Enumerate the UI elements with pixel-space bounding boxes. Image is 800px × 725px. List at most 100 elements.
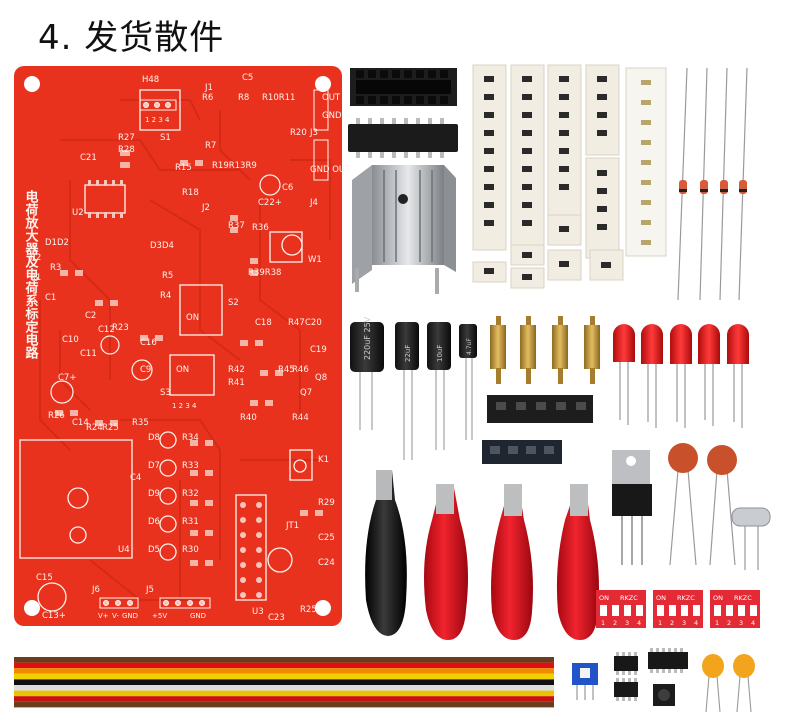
dip-switch-1-num-3: 3: [625, 619, 629, 627]
pcb-label-r19r13r9: R19R13R9: [212, 161, 257, 171]
pcb-label-d9: D9: [148, 489, 160, 499]
pcb-label-r25b: R25: [300, 605, 317, 615]
ribbon-wire: [14, 679, 554, 685]
ribbon-wire: [14, 657, 554, 663]
pcb-label-r32: R32: [182, 489, 199, 499]
pcb-label-r35: R35: [132, 418, 149, 428]
pcb-label-c18: C18: [255, 318, 272, 328]
pcb-vertical-title: 电荷放大器及电荷系标定电路: [23, 189, 40, 359]
pcb-label-gnd: GND: [322, 111, 342, 121]
pcb-label-on-s2: ON: [186, 313, 199, 323]
pcb-label-j1: J1: [204, 83, 213, 93]
dip-switch-3-brand: RKZC: [734, 594, 752, 602]
pcb-label-c9: C9: [140, 365, 151, 375]
pcb-board: C21 R27 R28 U2 D1D2 R2 R3 R1 C1 C2 C10 C…: [14, 66, 351, 626]
pcb-label-d7: D7: [148, 461, 160, 471]
dip-switch-3-num-1: 1: [715, 619, 719, 627]
pcb-label-r10r11: R10R11: [262, 93, 295, 103]
pcb-label-r7: R7: [205, 141, 216, 151]
pcb-label-r3: R3: [50, 263, 61, 273]
pcb-label-d8: D8: [148, 433, 160, 443]
pcb-label-d1d2: D1D2: [45, 238, 69, 248]
dip-switch-2-num-3: 3: [682, 619, 686, 627]
pcb-label-vplus: V+: [98, 612, 109, 620]
pcb-label-r31: R31: [182, 517, 199, 527]
pcb-label-d6: D6: [148, 517, 160, 527]
dip-ic-chip: [348, 118, 458, 158]
pcb-label-c6: C6: [282, 183, 293, 193]
pcb-label-c15: C15: [36, 573, 53, 583]
pcb-label-d5: D5: [148, 545, 160, 555]
smd-transistor-tapes: [482, 395, 593, 464]
pcb-label-r5: R5: [162, 271, 173, 281]
pcb-label-r45: R45: [278, 365, 295, 375]
pcb-label-r36: R36: [252, 223, 269, 233]
pcb-label-r6: R6: [202, 93, 213, 103]
pcb-label-c20: C20: [305, 318, 322, 328]
pcb-label-r39r38: R39R38: [248, 268, 281, 278]
pcb-label-r24: R24: [86, 423, 103, 433]
pcb-label-gnd-j5: GND: [190, 612, 206, 620]
red-leds: [613, 324, 749, 428]
dip-switch-2-num-1: 1: [658, 619, 662, 627]
pcb-label-c10: C10: [62, 335, 79, 345]
pcb-label-r8: R8: [238, 93, 249, 103]
dip-switch-1-num-4: 4: [637, 619, 641, 627]
pcb-label-gnd-out: GND OUT: [310, 165, 351, 175]
dip-switch-1-num-2: 2: [613, 619, 617, 627]
pcb-label-c23: C23: [268, 613, 285, 623]
pcb-label-s3: S3: [160, 388, 171, 398]
pcb-label-r4: R4: [160, 291, 171, 301]
ribbon-wire: [14, 696, 554, 702]
dip-switch-2-num-4: 4: [694, 619, 698, 627]
pcb-label-r37: R37: [228, 221, 245, 231]
pcb-label-r41: R41: [228, 378, 245, 388]
dip-switches: ON RKZC ON RKZC ON RKZC 1 2 3 4 1 2 3 4 …: [596, 590, 760, 628]
pcb-label-r29: R29: [318, 498, 335, 508]
pcb-label-q8: Q8: [315, 373, 327, 383]
pcb-label-j4: J4: [309, 198, 318, 208]
dip-switch-1-brand: RKZC: [620, 594, 638, 602]
pcb-label-c4: C4: [130, 473, 141, 483]
pcb-label-r46: R46: [292, 365, 309, 375]
pcb-label-r30: R30: [182, 545, 199, 555]
pcb-label-r1: R1: [30, 273, 41, 283]
pcb-label-c16: C16: [140, 338, 157, 348]
dip-switch-3-num-3: 3: [739, 619, 743, 627]
pcb-label-w1: W1: [308, 255, 322, 265]
dip-switch-2-brand: RKZC: [677, 594, 695, 602]
pcb-label-r33: R33: [182, 461, 199, 471]
pcb-label-r40: R40: [240, 413, 257, 423]
pcb-label-r2: R2: [30, 253, 41, 263]
electrolytic-capacitors: 220uF 25V 22uF 10uF 4.7uF: [350, 316, 477, 460]
pcb-label-r27: R27: [118, 133, 135, 143]
capacitor-label-4p7uf: 4.7uF: [466, 338, 473, 355]
pcb-label-c7: C7+: [58, 373, 76, 383]
pcb-label-r20: R20: [290, 128, 307, 138]
pcb-label-j5: J5: [145, 585, 154, 595]
pcb-label-c12: C12: [98, 325, 115, 335]
ribbon-cable: [14, 657, 554, 708]
pcb-label-s1: S1: [160, 133, 171, 143]
ceramic-capacitors: [668, 443, 771, 570]
pcb-label-r18: R18: [182, 188, 199, 198]
ribbon-wire: [14, 673, 554, 680]
pcb-label-c5: C5: [242, 73, 253, 83]
pcb-label-r44: R44: [292, 413, 309, 423]
page-title: 4. 发货散件: [38, 18, 225, 58]
ribbon-wire: [14, 701, 554, 708]
dip-switch-1-num-1: 1: [601, 619, 605, 627]
pcb-label-u3: U3: [252, 607, 264, 617]
pcb-label-r26: R26: [48, 411, 65, 421]
ribbon-wire: [14, 668, 554, 674]
pcb-label-c22: C22+: [258, 198, 282, 208]
pcb-label-j3: J3: [309, 128, 318, 138]
pcb-label-d3d4: D3D4: [150, 241, 174, 251]
pcb-label-r15: R15: [175, 163, 192, 173]
pcb-label-c11: C11: [80, 349, 97, 359]
pcb-label-c19: C19: [310, 345, 327, 355]
pcb-label-c25: C25: [318, 533, 335, 543]
dip-socket: [350, 68, 457, 106]
glass-diodes: [677, 67, 748, 301]
